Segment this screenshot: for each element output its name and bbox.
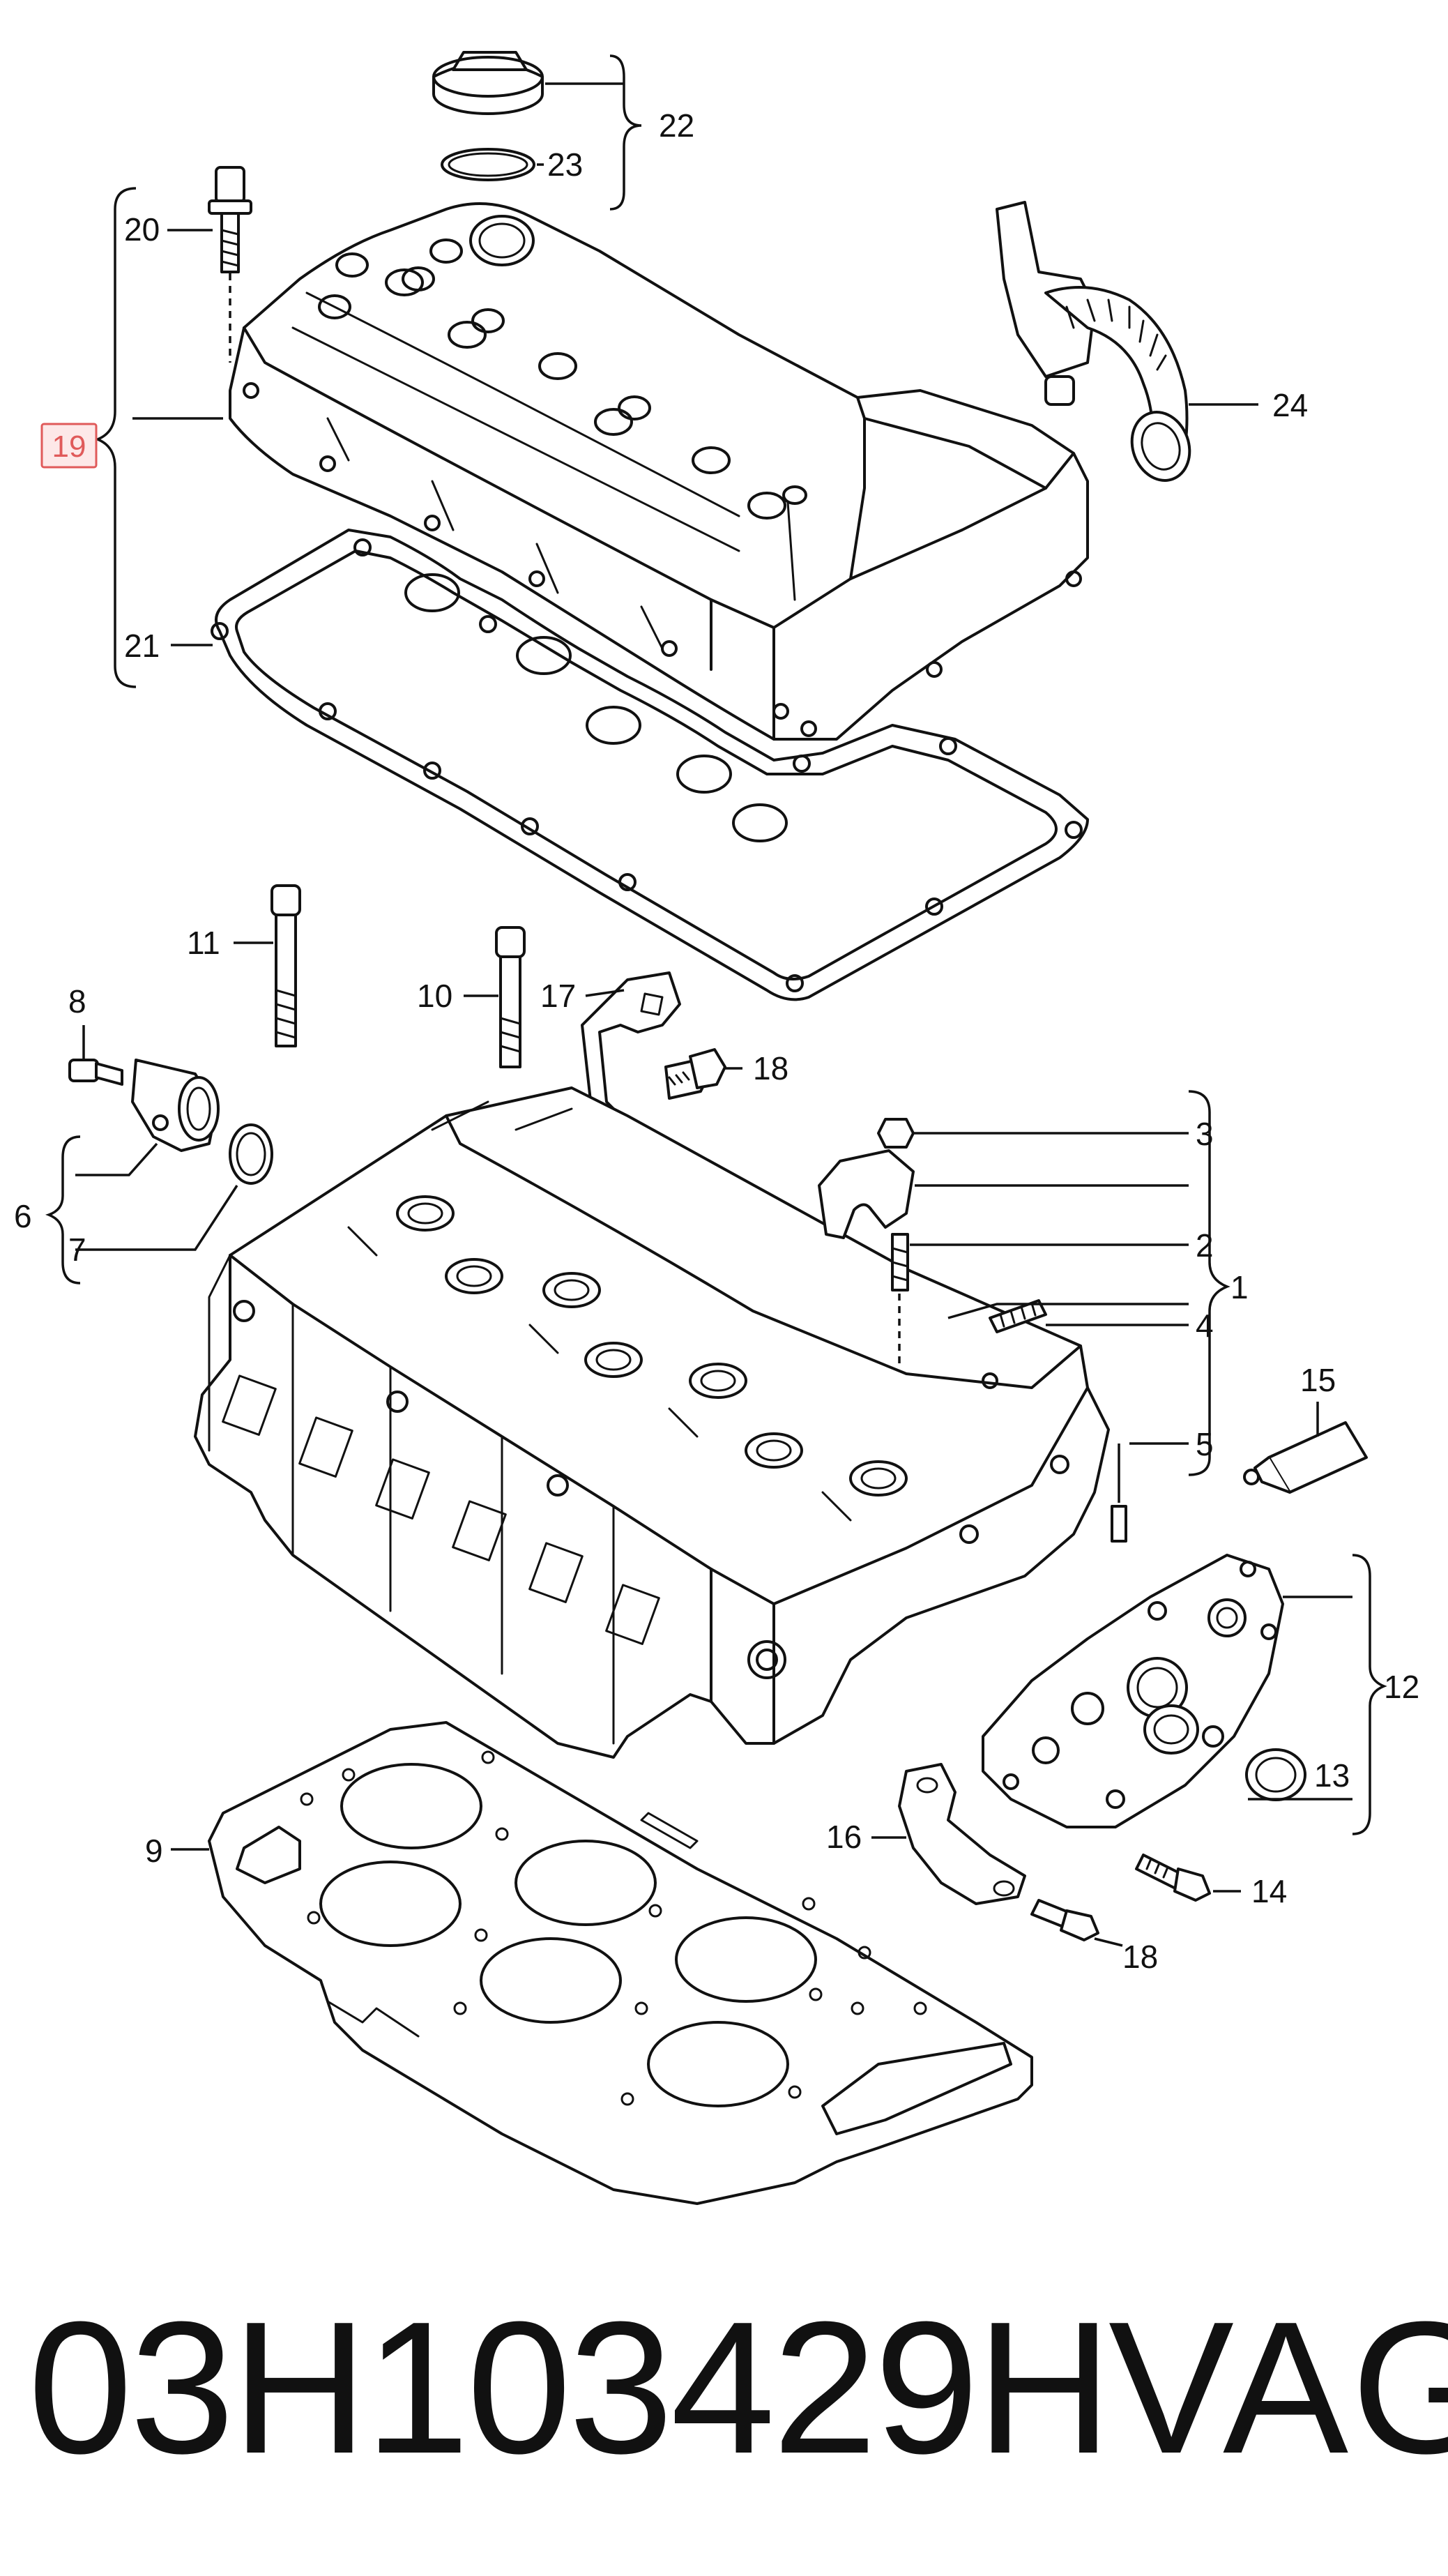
sensor-bolt: [68, 1059, 123, 1086]
callout-7: 7: [68, 1232, 86, 1268]
callout-21: 21: [124, 628, 160, 664]
callout-6: 6: [14, 1198, 32, 1234]
callout-11: 11: [187, 925, 220, 961]
stud-bolt: [989, 1299, 1047, 1333]
small-bracket: [898, 1763, 1026, 1905]
bracket-22: [609, 54, 642, 211]
bracket-6: [45, 1135, 81, 1285]
cam-stud: [891, 1233, 909, 1291]
flange-o-ring: [229, 1123, 273, 1185]
callout-3: 3: [1196, 1116, 1214, 1152]
callout-1: 1: [1230, 1269, 1249, 1305]
callout-18-upper: 18: [753, 1050, 788, 1086]
callout-20: 20: [124, 211, 160, 248]
oil-cap-o-ring: [441, 148, 535, 181]
callout-5: 5: [1196, 1426, 1214, 1462]
bracket-bolt-lower: [1030, 1899, 1099, 1941]
callout-15: 15: [1300, 1362, 1336, 1398]
callout-10: 10: [417, 978, 452, 1014]
callout-14: 14: [1251, 1873, 1287, 1909]
callout-2: 2: [1196, 1227, 1214, 1264]
valve-cover: [229, 202, 1089, 741]
bracket-12: [1352, 1554, 1387, 1835]
callout-13: 13: [1314, 1757, 1350, 1794]
callout-24: 24: [1272, 387, 1308, 423]
head-bolt-long: [270, 884, 301, 1047]
breather-hose: [996, 201, 1191, 482]
valve-cover-gasket: [211, 529, 1089, 1001]
callout-8: 8: [68, 983, 86, 1020]
oil-filler-cap: [432, 51, 544, 115]
callout-4: 4: [1196, 1308, 1214, 1344]
bracket-1: [1188, 1090, 1230, 1476]
bracket-19: [94, 187, 137, 688]
callout-17: 17: [540, 978, 576, 1014]
cam-bearing-cap: [818, 1118, 915, 1239]
callout-16: 16: [826, 1819, 862, 1855]
head-bolt-short: [495, 926, 526, 1068]
part-number: 03H103429H: [28, 2283, 1112, 2493]
head-gasket: [208, 1721, 1033, 2205]
callout-12: 12: [1384, 1669, 1419, 1705]
svg-text:19: 19: [52, 430, 86, 464]
coolant-flange: [131, 1059, 220, 1152]
brand-name: VAG: [1108, 2283, 1448, 2493]
bracket-bolt-upper: [664, 1048, 726, 1100]
callout-22: 22: [659, 107, 694, 144]
callout-9: 9: [145, 1833, 163, 1869]
callout-18-lower: 18: [1122, 1939, 1158, 1975]
cylinder-head: [194, 1086, 1110, 1759]
callout-23: 23: [547, 146, 583, 183]
cover-bolt-small: [1135, 1854, 1211, 1902]
dowel-pin: [1111, 1505, 1127, 1543]
highlighted-callout-19: 19: [40, 423, 98, 469]
timing-cover: [982, 1554, 1284, 1828]
cover-bolt: [208, 166, 252, 273]
sealant-tube: [1243, 1421, 1368, 1494]
